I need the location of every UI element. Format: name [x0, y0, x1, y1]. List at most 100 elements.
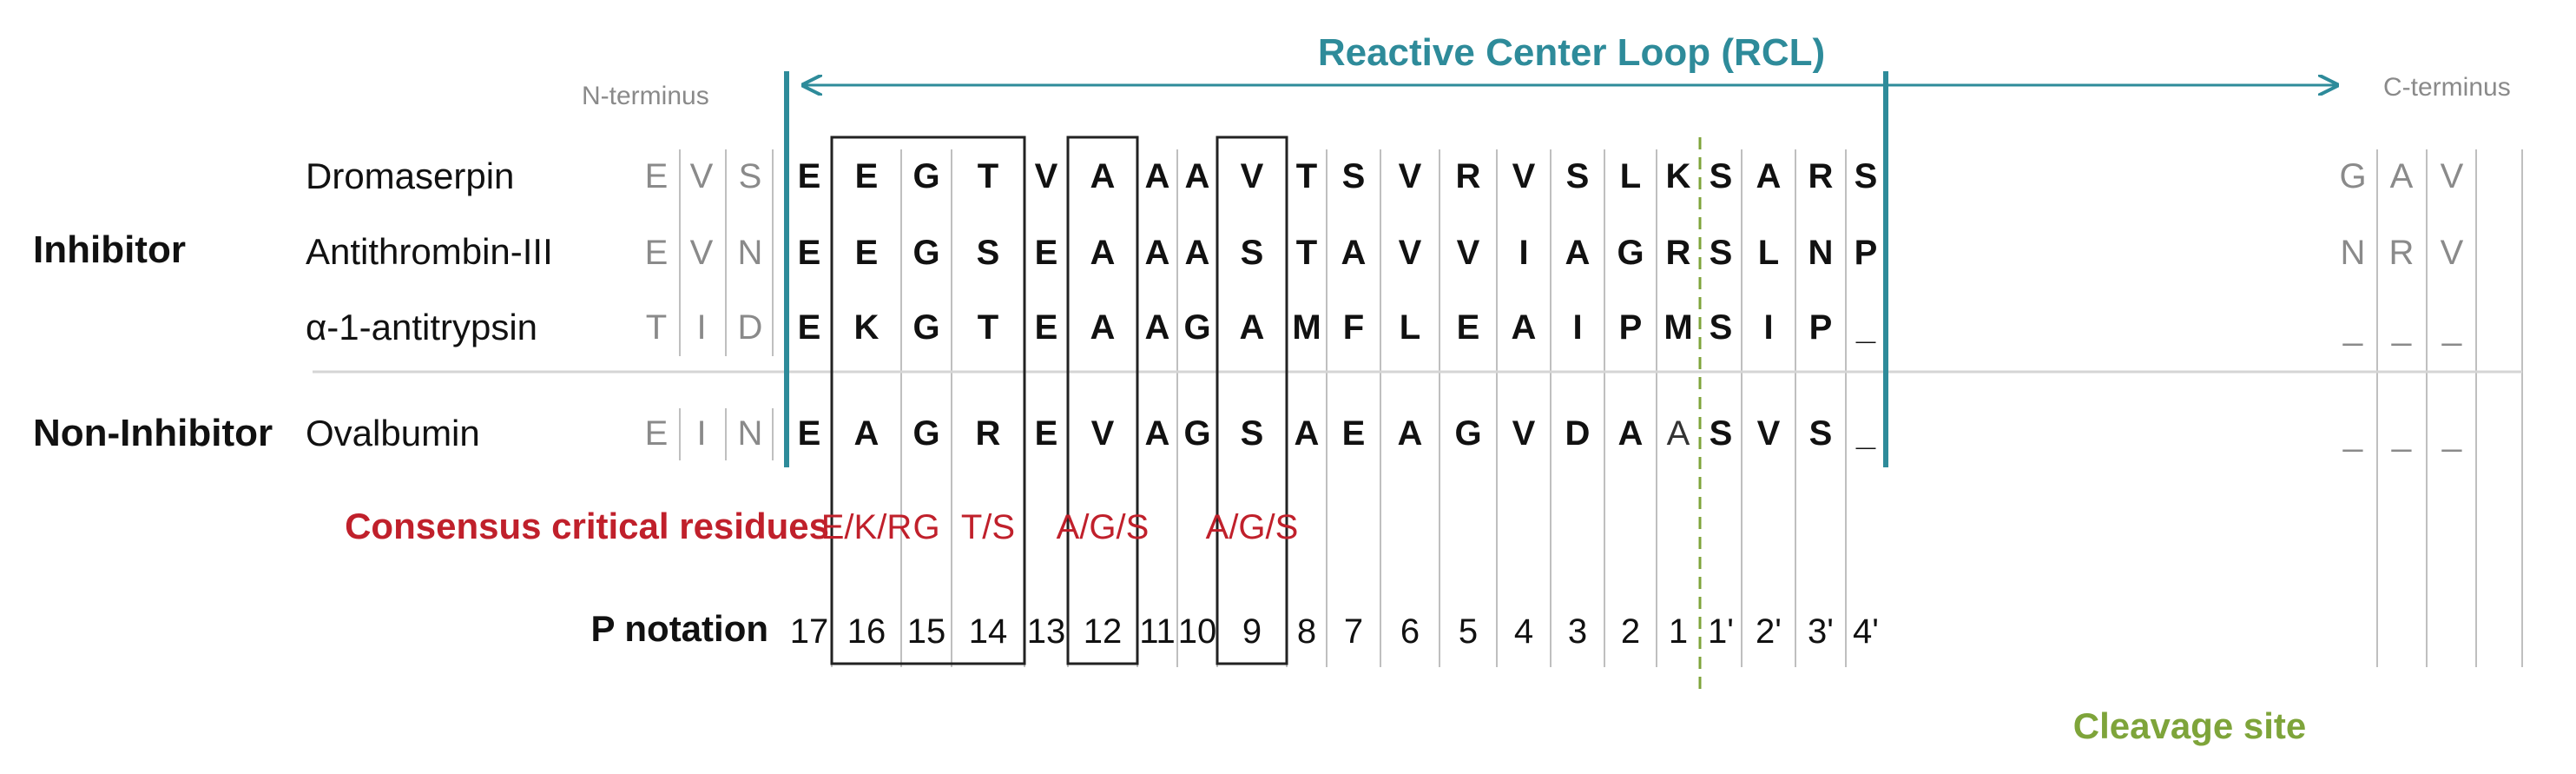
rcl-residue: K — [854, 308, 880, 347]
n-terminal-residue: V — [690, 157, 714, 195]
rcl-residue: A — [1512, 308, 1537, 347]
rcl-residue: E — [1342, 414, 1366, 453]
consensus-box — [1216, 136, 1288, 665]
n-terminal-residue: E — [645, 157, 669, 195]
p-notation-number: 2' — [1756, 612, 1782, 651]
rcl-residue: S — [1566, 157, 1590, 195]
p-notation-number: 3 — [1568, 612, 1587, 651]
rcl-residue: V — [1035, 157, 1058, 195]
rcl-residue: V — [1399, 157, 1422, 195]
rcl-residue: G — [1617, 234, 1644, 272]
rcl-residue: T — [978, 308, 998, 347]
p-notation-number: 9 — [1242, 612, 1262, 651]
rcl-residue: A — [1756, 157, 1782, 195]
c-terminal-residue: _ — [2342, 414, 2363, 453]
rcl-residue: E — [855, 234, 879, 272]
cleavage-site-label: Cleavage site — [2073, 705, 2307, 746]
rcl-residue: S — [1241, 234, 1264, 272]
rcl-residue: A — [1667, 414, 1690, 453]
rcl-residue: E — [798, 414, 821, 453]
species-name: Antithrombin-III — [306, 231, 553, 272]
n-terminal-residue: E — [645, 234, 669, 272]
rcl-residue: R — [1808, 157, 1834, 195]
rcl-residue: A — [1145, 157, 1170, 195]
p-notation-number: 4 — [1514, 612, 1533, 651]
rcl-residue: A — [1341, 234, 1367, 272]
rcl-residue: A — [1240, 308, 1265, 347]
rcl-residue: G — [912, 308, 939, 347]
consensus-residue: G — [912, 508, 939, 546]
c-terminal-residue: A — [2390, 157, 2414, 195]
rcl-residue: E — [798, 234, 821, 272]
p-notation-number: 1' — [1708, 612, 1734, 651]
rcl-residue: _ — [1855, 414, 1876, 453]
rcl-residue: P — [1809, 308, 1833, 347]
rcl-residue: I — [1519, 234, 1528, 272]
species-name: α-1-antitrypsin — [306, 307, 537, 347]
rcl-residue: T — [978, 157, 998, 195]
rcl-residue: G — [1183, 414, 1210, 453]
rcl-residue: V — [1091, 414, 1115, 453]
rcl-residue: V — [1757, 414, 1781, 453]
rcl-residue: R — [976, 414, 1001, 453]
p-notation-number: 17 — [790, 612, 829, 651]
p-notation-number: 2 — [1621, 612, 1640, 651]
rcl-residue: M — [1292, 308, 1321, 347]
rcl-residue: A — [1145, 234, 1170, 272]
rcl-residue: S — [1855, 157, 1878, 195]
rcl-residue: V — [1512, 157, 1536, 195]
p-notation-number: 4' — [1853, 612, 1879, 651]
rcl-residue: D — [1565, 414, 1591, 453]
rcl-residue: A — [1565, 234, 1591, 272]
rcl-residue: E — [798, 157, 821, 195]
rcl-residue: A — [1398, 414, 1423, 453]
rcl-residue: S — [1241, 414, 1264, 453]
consensus-box — [1066, 136, 1139, 665]
rcl-residue: L — [1620, 157, 1641, 195]
c-terminal-residue: _ — [2441, 308, 2462, 347]
p-notation-number: 5 — [1459, 612, 1478, 651]
n-terminal-residue: T — [646, 308, 667, 347]
c-terminal-residue: _ — [2391, 414, 2412, 453]
c-terminus-label: C-terminus — [2383, 73, 2511, 102]
p-notation-number: 11 — [1139, 612, 1176, 651]
rcl-residue: A — [1145, 308, 1170, 347]
rcl-residue: E — [1035, 308, 1058, 347]
p-notation-number: 1 — [1669, 612, 1688, 651]
p-notation-number: 14 — [969, 612, 1008, 651]
c-terminal-residue: V — [2441, 157, 2464, 195]
group-label-inhibitor: Inhibitor — [33, 228, 186, 271]
p-notation-number: 8 — [1297, 612, 1316, 651]
rcl-residue: V — [1399, 234, 1422, 272]
rcl-residue: E — [1035, 234, 1058, 272]
n-terminal-residue: I — [696, 414, 706, 453]
rcl-residue: P — [1619, 308, 1643, 347]
rcl-residue: S — [977, 234, 1000, 272]
c-terminal-residue: V — [2441, 234, 2464, 272]
p-notation-number: 12 — [1084, 612, 1123, 651]
rcl-residue: G — [912, 157, 939, 195]
rcl-residue: R — [1666, 234, 1691, 272]
consensus-label: Consensus critical residues — [345, 506, 829, 546]
rcl-residue: S — [1710, 234, 1733, 272]
rcl-residue: S — [1710, 157, 1733, 195]
rcl-residue: S — [1809, 414, 1833, 453]
n-terminal-residue: D — [738, 308, 763, 347]
p-notation-number: 16 — [847, 612, 886, 651]
rcl-residue: T — [1296, 157, 1317, 195]
rcl-residue: A — [1090, 308, 1116, 347]
rcl-residue: V — [1457, 234, 1480, 272]
c-terminal-residue: G — [2339, 157, 2366, 195]
rcl-residue: I — [1763, 308, 1773, 347]
rcl-residue: I — [1572, 308, 1582, 347]
n-terminal-residue: V — [690, 234, 714, 272]
c-terminal-residue: _ — [2391, 308, 2412, 347]
rcl-residue: L — [1758, 234, 1779, 272]
rcl-residue: A — [854, 414, 880, 453]
n-terminus-label: N-terminus — [582, 82, 709, 110]
rcl-residue: S — [1710, 308, 1733, 347]
consensus-box — [830, 136, 1026, 665]
rcl-residue: A — [1145, 414, 1170, 453]
rcl-residue: K — [1666, 157, 1691, 195]
n-terminal-residue: N — [738, 414, 763, 453]
